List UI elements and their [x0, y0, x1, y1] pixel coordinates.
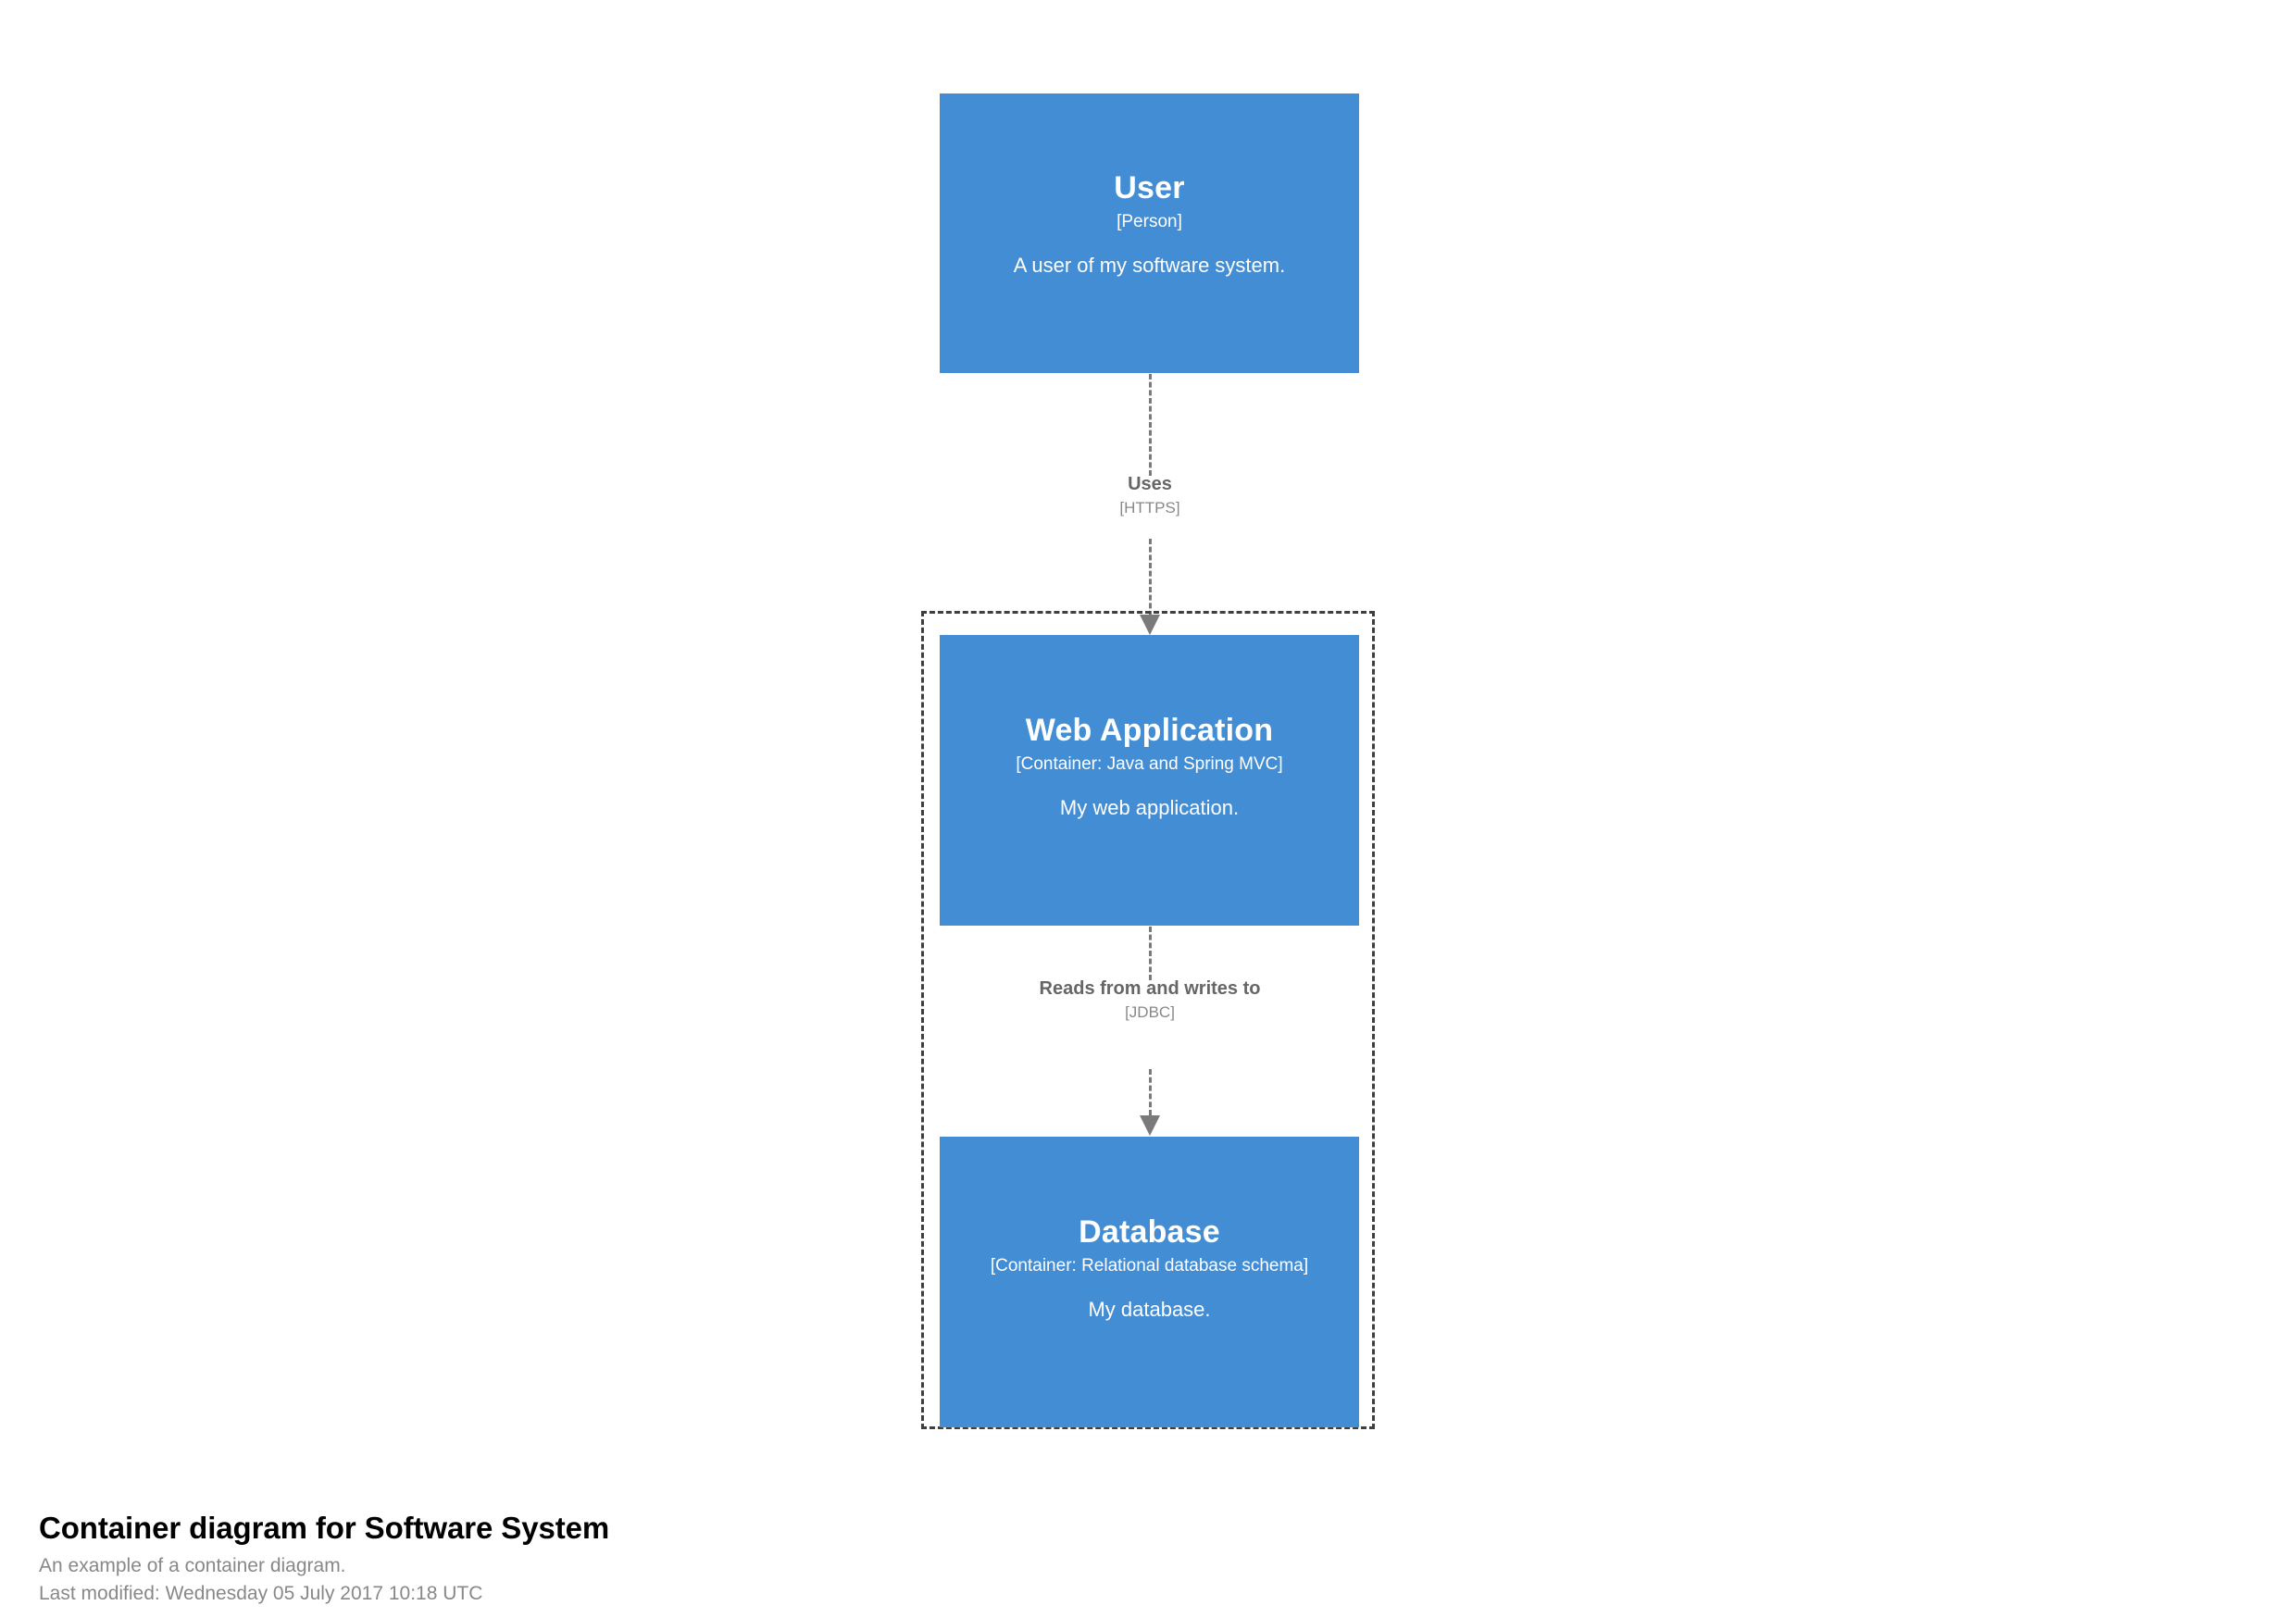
relationship-reads-writes-label: Reads from and writes to [JDBC] [982, 978, 1317, 1022]
element-web-application-description: My web application. [1059, 796, 1240, 820]
element-web-application-name: Web Application [1025, 713, 1274, 748]
relationship-uses-label: Uses [HTTPS] [982, 474, 1317, 517]
element-user-name: User [1114, 170, 1185, 205]
relationship-reads-writes-arrowhead-icon [1140, 1115, 1160, 1136]
relationship-reads-writes-line-upper [1149, 927, 1152, 980]
diagram-caption: Container diagram for Software System An… [39, 1510, 1335, 1608]
relationship-uses-line-upper [1149, 374, 1152, 476]
element-database-type: [Container: Relational database schema] [990, 1256, 1309, 1276]
element-user-type: [Person] [1117, 212, 1182, 232]
relationship-reads-writes-line-lower [1149, 1069, 1152, 1115]
relationship-uses-line-lower [1149, 539, 1152, 616]
element-user-description: A user of my software system. [1013, 254, 1286, 278]
element-web-application-type: [Container: Java and Spring MVC] [1016, 754, 1283, 775]
diagram-last-modified: Last modified: Wednesday 05 July 2017 10… [39, 1583, 483, 1605]
element-user[interactable]: User [Person] A user of my software syst… [940, 93, 1359, 373]
diagram-title: Container diagram for Software System [39, 1511, 610, 1545]
relationship-reads-writes-technology: [JDBC] [1125, 1003, 1175, 1021]
diagram-subtitle: An example of a container diagram. [39, 1555, 346, 1577]
relationship-uses-description: Uses [1128, 474, 1172, 494]
relationship-uses-arrowhead-icon [1140, 615, 1160, 635]
element-database-description: My database. [1088, 1298, 1211, 1322]
relationship-uses-technology: [HTTPS] [1119, 499, 1180, 517]
element-database[interactable]: Database [Container: Relational database… [940, 1137, 1359, 1427]
relationship-reads-writes-description: Reads from and writes to [1039, 978, 1261, 999]
element-database-name: Database [1079, 1214, 1220, 1250]
element-web-application[interactable]: Web Application [Container: Java and Spr… [940, 635, 1359, 926]
